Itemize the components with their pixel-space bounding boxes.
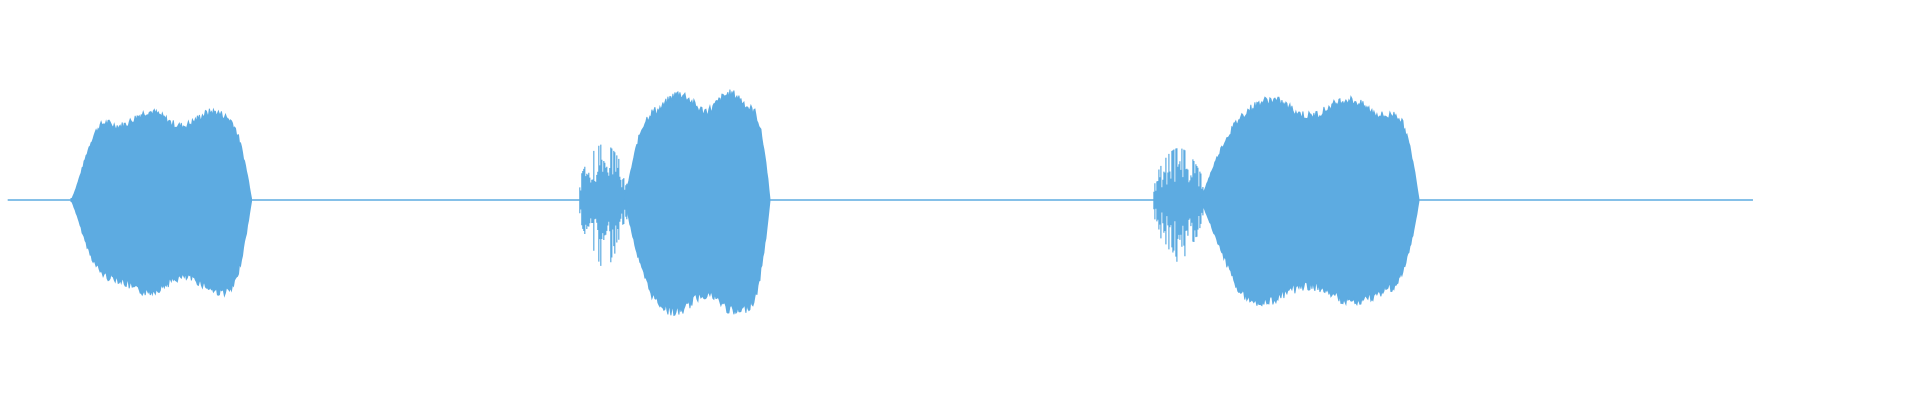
burst-2-prelude xyxy=(579,144,629,266)
burst-3-prelude xyxy=(1153,148,1204,262)
burst-1 xyxy=(70,107,252,298)
burst-2 xyxy=(579,89,771,317)
burst-3 xyxy=(1153,95,1420,307)
waveform-bursts xyxy=(70,89,1420,317)
burst-1-body xyxy=(70,107,252,298)
burst-3-body xyxy=(1199,95,1420,307)
burst-2-body xyxy=(623,89,771,317)
